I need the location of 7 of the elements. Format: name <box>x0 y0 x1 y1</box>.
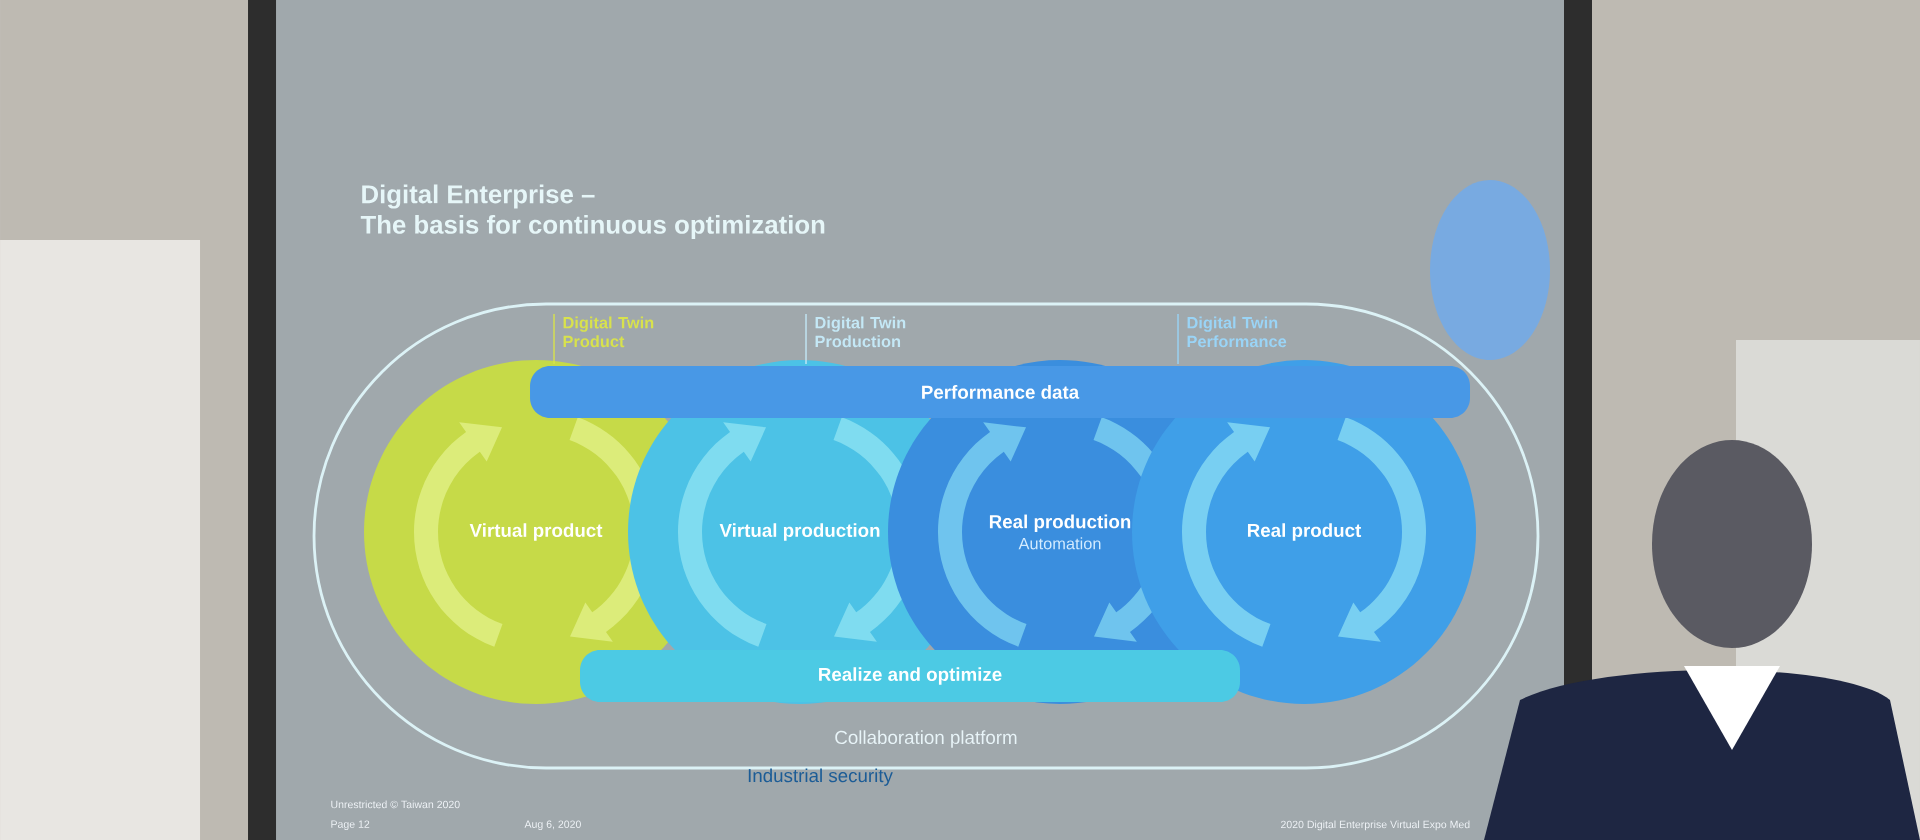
flow-band: Realize and optimize <box>580 650 1240 702</box>
security-label: Industrial security <box>748 768 893 786</box>
section-label: Digital Twin Product <box>553 313 654 365</box>
slide-title: Digital Enterprise – The basis for continuous optimization <box>360 184 825 239</box>
section-label: Digital Twin Production <box>805 313 906 365</box>
flow-band: Performance data <box>530 366 1470 418</box>
section-label: Digital Twin Performance <box>1177 313 1287 365</box>
